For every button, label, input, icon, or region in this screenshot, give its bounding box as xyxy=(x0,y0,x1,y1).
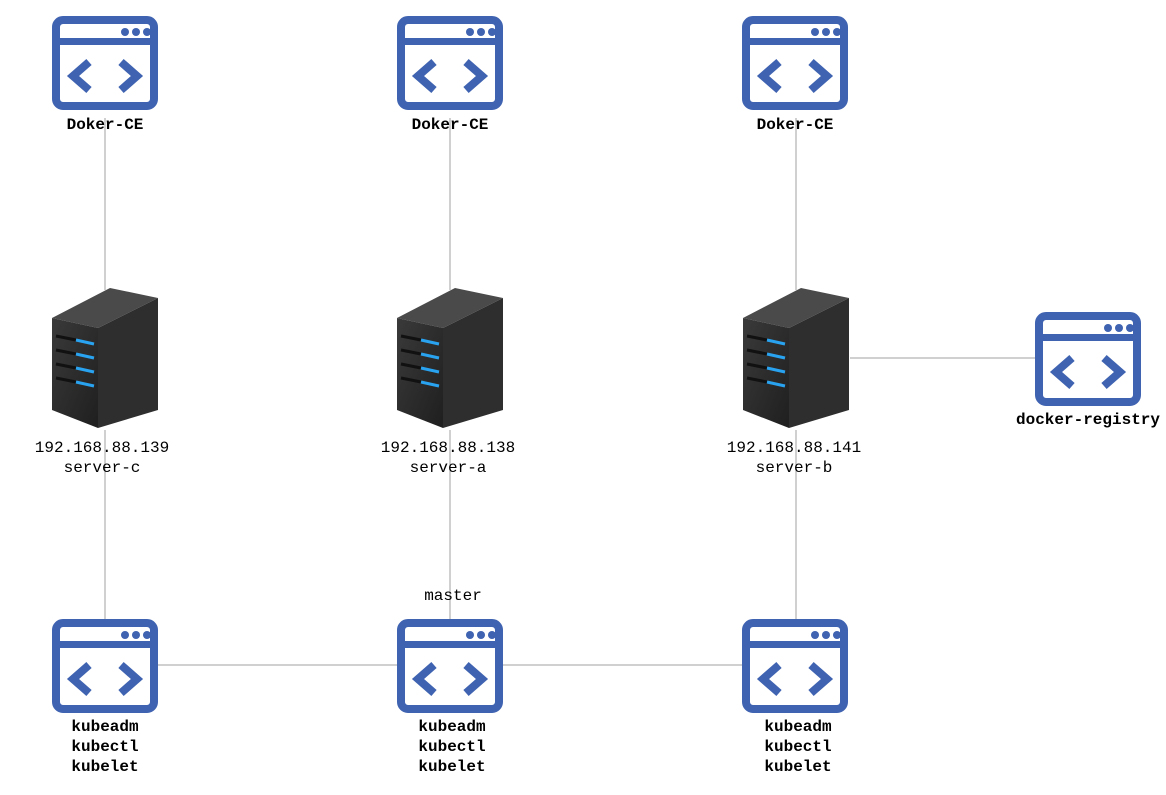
server-ip-server-a: 192.168.88.138 xyxy=(380,439,516,457)
server-icon-server-a xyxy=(395,288,505,428)
kube-tool-kubelet-server-c: kubelet xyxy=(71,758,139,776)
role-label-master: master xyxy=(424,587,482,605)
kube-tools-icon-server-c xyxy=(51,618,159,714)
kube-tool-kubeadm-server-b: kubeadm xyxy=(764,718,832,736)
server-hostname-server-a: server-a xyxy=(409,459,487,477)
server-hostname-server-c: server-c xyxy=(63,459,141,477)
docker-registry-label: docker-registry xyxy=(1015,411,1161,429)
kube-tools-icon-server-b xyxy=(741,618,849,714)
kube-tools-icon-server-a xyxy=(396,618,504,714)
kube-tool-kubectl-server-b: kubectl xyxy=(764,738,832,756)
kube-tool-kubelet-server-a: kubelet xyxy=(418,758,486,776)
kube-tool-kubectl-server-a: kubectl xyxy=(418,738,486,756)
kube-tool-kubeadm-server-a: kubeadm xyxy=(418,718,486,736)
docker-ce-label-server-b: Doker-CE xyxy=(756,116,834,134)
docker-ce-label-server-c: Doker-CE xyxy=(66,116,144,134)
docker-ce-icon-server-c xyxy=(51,15,159,111)
docker-ce-icon-server-a xyxy=(396,15,504,111)
server-ip-server-c: 192.168.88.139 xyxy=(34,439,170,457)
server-hostname-server-b: server-b xyxy=(755,459,833,477)
kube-tool-kubectl-server-c: kubectl xyxy=(71,738,139,756)
kube-tool-kubeadm-server-c: kubeadm xyxy=(71,718,139,736)
docker-registry-icon xyxy=(1034,311,1142,407)
server-icon-server-c xyxy=(50,288,160,428)
docker-ce-icon-server-b xyxy=(741,15,849,111)
server-icon-server-b xyxy=(741,288,851,428)
kube-tool-kubelet-server-b: kubelet xyxy=(764,758,832,776)
docker-ce-label-server-a: Doker-CE xyxy=(411,116,489,134)
server-ip-server-b: 192.168.88.141 xyxy=(726,439,862,457)
